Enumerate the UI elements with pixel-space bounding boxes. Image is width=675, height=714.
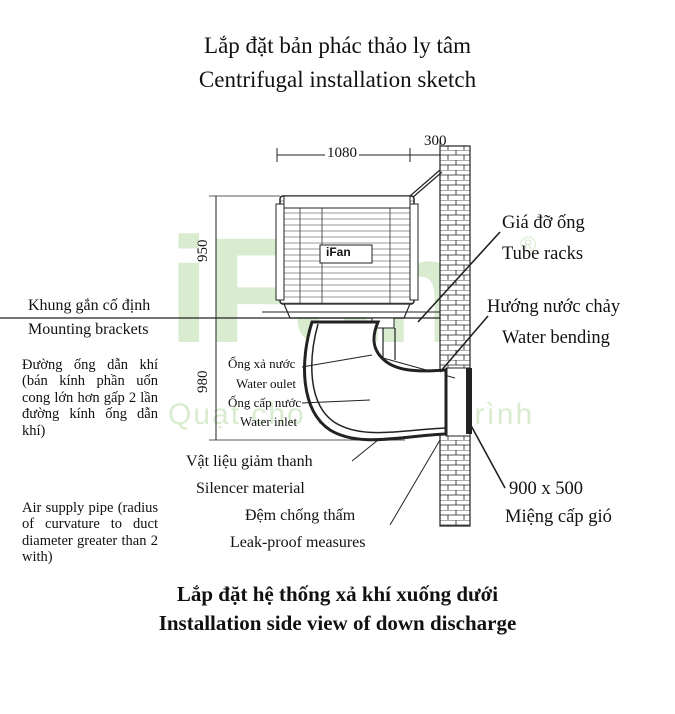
label-leakproof-vi: Đệm chống thấm [245,507,356,524]
leader-water-outlet [301,354,373,368]
title-english: Centrifugal installation sketch [198,67,477,92]
label-silencer-vi: Vật liệu giảm thanh [186,453,313,470]
note-air-pipe-en: Air supply pipe (radius of curvature to … [22,500,158,566]
dimension-duct-height-label: 980 [195,370,211,394]
label-water-outlet-vi: Ống xả nước [228,356,296,371]
dimension-unit-height-label: 950 [195,239,211,263]
label-water-inlet-en: Water inlet [240,414,298,429]
dimension-offset-label: 300 [424,133,447,149]
air-duct-elbow [303,320,448,442]
leader-water-bending [439,315,489,373]
leader-opening [467,419,506,489]
label-tube-racks-vi: Giá đỡ ống [502,213,585,233]
label-opening-size: 900 x 500 [509,479,583,499]
label-water-bending-en: Water bending [502,328,610,348]
watermark-registered-mark: ® [520,232,537,257]
label-water-inlet-vi: Ống cấp nước [228,395,302,410]
label-tube-racks-en: Tube racks [502,244,584,264]
leader-water-inlet [301,399,371,404]
air-cooler-unit [275,195,419,319]
leader-silencer [351,439,379,462]
leader-leakproof [389,439,441,526]
label-leakproof-en: Leak-proof measures [230,534,366,551]
caption-vietnamese: Lắp đặt hệ thống xả khí xuống dưới [176,582,499,606]
brick-wall [439,145,471,527]
leader-tube-racks [417,231,501,323]
label-air-supply-vi: Miệng cấp gió [505,507,612,527]
dimension-width-label: 1080 [325,145,359,163]
label-water-outlet-en: Water oulet [236,376,296,391]
note-air-pipe-vi: Đường ống dẫn khí (bán kính phần uốn con… [22,357,158,439]
label-mounting-vi: Khung gắn cố định [28,297,151,314]
label-water-bending-vi: Hướng nước chảy [487,297,621,317]
label-mounting-en: Mounting brackets [28,321,149,338]
label-silencer-en: Silencer material [196,480,305,497]
unit-brand-badge: iFan [326,245,351,259]
hanger-rod [409,169,441,197]
title-vietnamese: Lắp đặt bản phác thảo ly tâm [204,33,471,58]
caption-english: Installation side view of down discharge [158,611,517,635]
dimension-950-line [209,195,280,319]
wall-opening-frame [466,368,472,434]
